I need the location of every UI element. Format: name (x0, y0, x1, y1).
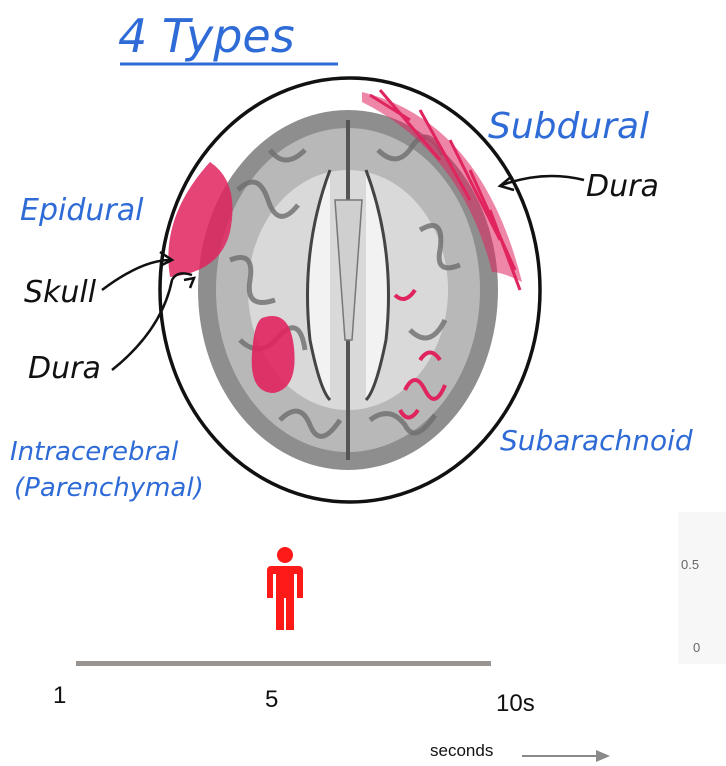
intracerebral-hemorrhage (252, 316, 295, 393)
seconds-label: seconds (430, 741, 493, 761)
label-dura-right: Dura (586, 169, 659, 204)
arrow-right-icon (520, 748, 612, 764)
label-epidural: Epidural (20, 193, 144, 228)
tick-label-start: 1 (53, 682, 66, 710)
label-subdural: Subdural (488, 106, 649, 147)
label-intracerebral: Intracerebral (10, 437, 179, 467)
label-dura-left: Dura (28, 351, 101, 386)
label-skull: Skull (24, 275, 97, 310)
brain-hemorrhage-diagram: 4 Types (0, 0, 726, 540)
tick-label-end: 10s (496, 690, 535, 718)
title-text: 4 Types (118, 9, 295, 63)
person-icon (263, 546, 307, 632)
label-subarachnoid: Subarachnoid (500, 424, 693, 457)
label-parenchymal: (Parenchymal) (14, 473, 204, 503)
mini-axis-bottom-label: 0 (693, 640, 700, 655)
mini-axis-top-label: 0.5 (681, 557, 699, 572)
tick-label-mid: 5 (265, 686, 278, 714)
mini-chart-panel (678, 512, 726, 664)
timeline-bar (76, 661, 491, 666)
